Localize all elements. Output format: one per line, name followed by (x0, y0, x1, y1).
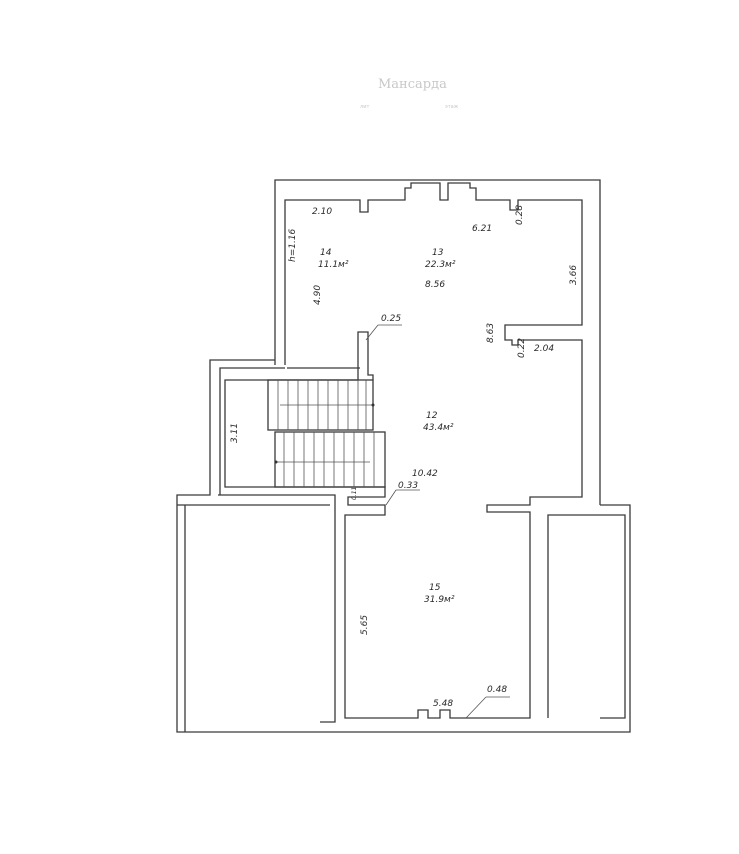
dim-label: 0.25 (381, 314, 401, 324)
walls (176, 179, 631, 733)
dim-label: h=1.16 (288, 228, 298, 262)
plan-subtitle-right: этаж (445, 104, 459, 110)
dim-label: 10.42 (412, 469, 438, 479)
room-13-area: 22.3м² (425, 260, 456, 270)
plan-subtitle-left: лит (360, 104, 369, 110)
room-14-number: 14 (320, 248, 332, 258)
room-13-number: 13 (432, 248, 444, 258)
dim-label: 3.11 (230, 423, 240, 443)
plan-title: Мансарда (378, 77, 447, 92)
dim-label: 8.63 (486, 323, 496, 343)
dim-label: 6.21 (472, 224, 492, 234)
dim-label: 2.10 (312, 207, 332, 217)
dim-label: 0.28 (515, 205, 525, 225)
dim-label: 3.66 (569, 265, 579, 285)
room-12-area: 43.4м² (423, 423, 454, 433)
dim-label: 0.48 (487, 685, 507, 695)
room-12-number: 12 (426, 411, 438, 421)
dim-label: 0.11 (351, 487, 358, 500)
staircase (267, 379, 386, 488)
dim-label: 4.90 (313, 285, 323, 305)
room-15-area: 31.9м² (424, 595, 455, 605)
room-15-number: 15 (429, 583, 441, 593)
leader-lines (365, 324, 510, 719)
room-14-area: 11.1м² (318, 260, 349, 270)
dim-label: 5.48 (433, 699, 453, 709)
dim-label: 5.65 (360, 615, 370, 635)
dim-label: 2.04 (534, 344, 554, 354)
dim-label: 8.56 (425, 280, 445, 290)
dim-label: 0.33 (398, 481, 418, 491)
dim-label: 0.22 (517, 338, 527, 358)
